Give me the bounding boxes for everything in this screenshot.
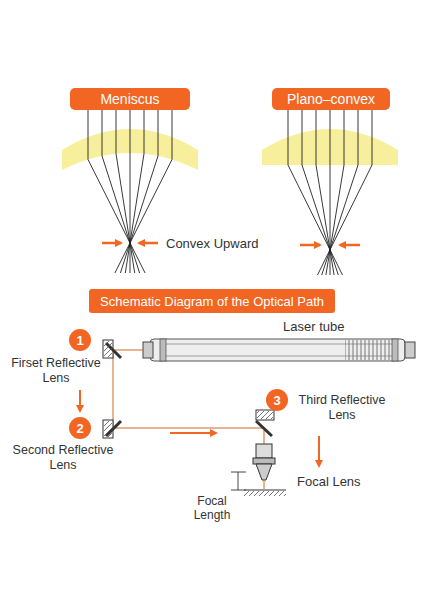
focal-length-dimension [231, 472, 246, 490]
part-label: Laser tube [283, 319, 344, 335]
beam-path [113, 350, 264, 444]
lens-type-tag: Plano–convex [272, 88, 390, 110]
laser-tube [143, 339, 415, 361]
lens-type-tag-text: Plano–convex [287, 91, 375, 107]
first-mirror [103, 340, 121, 358]
light-rays [88, 108, 372, 275]
part-label: Second Reflective Lens [4, 443, 122, 473]
section-banner-text: Schematic Diagram of the Optical Path [100, 294, 324, 309]
callout-number-text: 3 [273, 393, 280, 408]
part-label: Focal Lens [297, 474, 361, 490]
part-label: Firset Reflective Lens [2, 356, 110, 386]
callout-number: 1 [69, 329, 91, 351]
focal-lens-head [253, 444, 275, 489]
work-surface [244, 490, 286, 496]
callout-number-text: 2 [76, 421, 83, 436]
section-banner: Schematic Diagram of the Optical Path [89, 289, 335, 313]
flow-arrows [80, 390, 319, 466]
third-mirror [256, 410, 274, 436]
callout-number-text: 1 [76, 333, 83, 348]
lens-type-tag-text: Meniscus [100, 91, 159, 107]
part-label: Third Reflective Lens [290, 393, 394, 423]
callout-number: 2 [69, 417, 91, 439]
dimension-label: Focal Length [186, 494, 238, 523]
lens-type-tag: Meniscus [70, 88, 190, 110]
second-mirror [103, 420, 121, 438]
callout-number: 3 [266, 389, 288, 411]
lens-caption: Convex Upward [166, 236, 259, 252]
